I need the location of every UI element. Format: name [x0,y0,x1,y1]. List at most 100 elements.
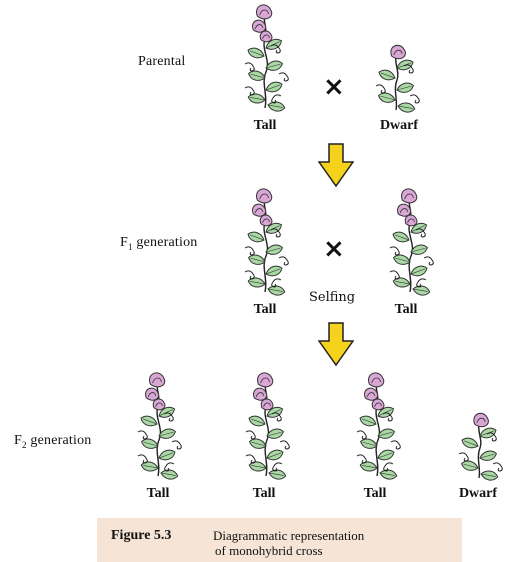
figure-description: Diagrammatic representation of monohybri… [213,528,364,558]
f2-generation-label: F2 generation [14,433,92,450]
flower [256,4,273,20]
f1-suffix: generation [132,235,198,250]
tendril [270,44,281,54]
figure-caption: Figure 5.3 Diagrammatic representation o… [97,518,462,562]
leaf [248,415,266,427]
leaf [247,254,266,265]
f2-letter: F [14,433,22,448]
f2-tall-label-2: Tall [252,486,276,501]
leaf [397,102,416,113]
tendril [271,412,282,422]
leaf [140,461,159,472]
leaf [377,92,396,103]
leaf [267,285,286,296]
flower [371,398,385,411]
flower [259,30,273,43]
parental-label: Parental [138,54,186,69]
tendril [382,412,393,422]
tendril [486,432,497,442]
leaf [392,254,411,265]
tendril [390,440,401,450]
tendril [244,62,255,72]
tendril [409,94,420,104]
flower [259,214,273,227]
leaf [379,469,398,480]
flower [404,214,418,227]
tendril [163,412,174,422]
f2-tall-plant-1 [137,372,182,480]
down-arrow-icon [318,143,354,187]
tendril [279,440,290,450]
stem [477,421,482,479]
leaf [247,277,266,288]
leaf [247,93,266,104]
parental-tall-label: Tall [253,118,277,133]
leaf [267,101,286,112]
tendril [375,84,386,94]
flower [152,398,166,411]
leaf [461,437,479,449]
leaf [265,60,284,71]
parental-dwarf-label: Dwarf [379,118,419,133]
leaf [377,428,396,439]
leaf [247,70,266,81]
leaf [265,265,283,277]
flower [473,412,489,428]
tendril [245,430,256,440]
leaf [378,69,396,81]
flower [390,44,406,60]
tendril [389,246,400,256]
leaf [359,438,378,449]
leaf [160,469,179,480]
parental-tall-plant [244,4,289,112]
tendril [271,94,282,104]
tendril [137,430,148,440]
caption-line-1: Diagrammatic representation [213,528,365,543]
flower [252,19,267,33]
leaf [479,450,498,461]
flower [257,372,274,388]
f1-tall-plant-left [244,188,289,296]
flower [260,398,274,411]
leaf [266,428,285,439]
tendril [403,64,414,74]
flower [253,387,268,401]
flower [252,203,267,217]
leaf [377,449,395,461]
leaf [460,460,479,471]
tendril [416,278,427,288]
tendril [244,270,255,280]
f2-dwarf-label: Dwarf [458,486,498,501]
leaf [247,231,265,243]
down-arrow-icon [318,322,354,366]
leaf [265,244,284,255]
leaf [359,415,377,427]
leaf [480,470,499,481]
leaf [359,461,378,472]
flower [364,387,379,401]
f2-tall-plant-3 [356,372,401,480]
tendril [271,278,282,288]
leaf [392,277,411,288]
flower [145,387,160,401]
f1-generation-label: F1 generation [120,235,198,252]
flower [397,203,412,217]
f2-tall-label-1: Tall [146,486,170,501]
tendril [389,270,400,280]
tendril [244,86,255,96]
leaf [268,469,287,480]
f1-tall-label-right: Tall [394,302,418,317]
f2-dwarf-plant [458,412,503,481]
tendril [270,228,281,238]
f2-tall-plant-2 [245,372,290,480]
leaf [412,285,431,296]
flower [401,188,418,204]
leaf [266,449,284,461]
tendril [415,228,426,238]
tendril [356,454,367,464]
parental-cross-symbol: × [323,72,345,102]
parental-dwarf-plant [375,44,420,113]
leaf [247,47,265,59]
tendril [164,462,175,472]
f2-suffix: generation [26,433,92,448]
